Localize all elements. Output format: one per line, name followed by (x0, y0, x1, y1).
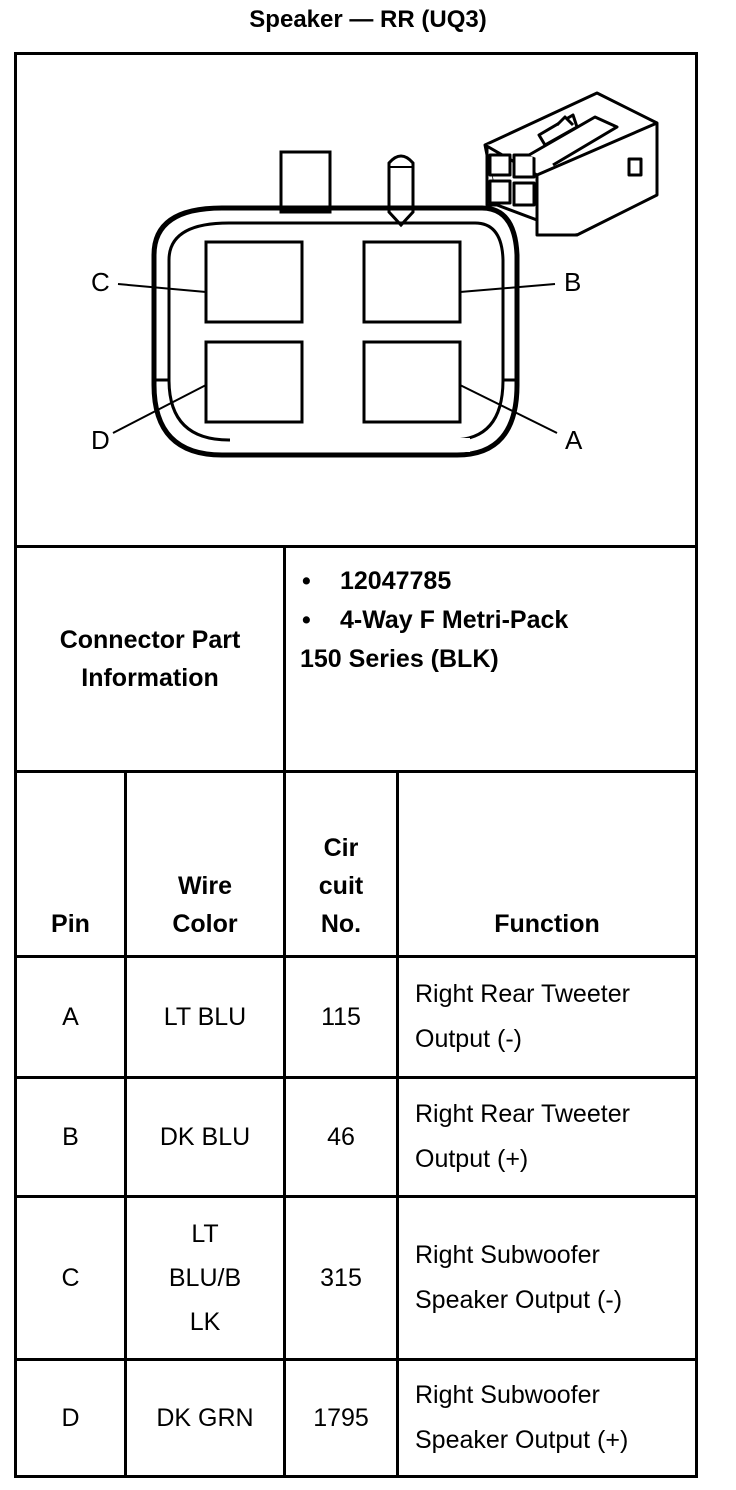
table-row-wire: DK GRN (156, 1403, 254, 1432)
header-function: Function (494, 910, 600, 938)
table-row-wire: DK BLU (159, 1122, 251, 1151)
divider (14, 1195, 698, 1198)
table-row-pin: A (62, 1002, 79, 1031)
connector-label-line: Connector Part (59, 626, 241, 654)
connector-type: 4-Way F Metri-Pack (340, 606, 569, 634)
divider (14, 545, 698, 548)
bullet: • (302, 606, 311, 634)
table-row-wire: LT BLU (163, 1002, 247, 1031)
cavity-a (362, 340, 462, 424)
table-row-circuit: 315 (320, 1263, 362, 1292)
divider (283, 545, 286, 1478)
connector-label-line: Information (81, 664, 219, 692)
pin-label-d: D (91, 425, 110, 455)
pin-label-c: C (91, 267, 110, 297)
divider (14, 1076, 698, 1079)
divider (14, 1358, 698, 1361)
part-number: 12047785 (340, 567, 452, 595)
connector-part-info-label: Connector Part Information (17, 548, 283, 770)
pin-label-b: B (564, 267, 581, 297)
connector-series-row: 150 Series (BLK) (300, 645, 499, 673)
part-number-row: • 12047785 (300, 562, 690, 601)
table-row-pin: D (61, 1403, 80, 1432)
bullet: • (302, 567, 311, 595)
connector-latch (279, 150, 415, 228)
divider (396, 770, 399, 1478)
divider (14, 955, 698, 958)
table-row-circuit: 115 (321, 1002, 361, 1031)
divider (124, 770, 127, 1478)
header-pin: Pin (51, 910, 90, 938)
connector-table-frame (14, 52, 698, 1478)
table-row-pin: B (62, 1122, 79, 1151)
table-row-pin: C (61, 1263, 80, 1292)
table-row-circuit: 46 (327, 1122, 355, 1151)
connector-part-info: • 12047785 • 4-Way F Metri-Pack 150 Series… (300, 562, 690, 679)
pin-label-a: A (565, 425, 583, 455)
connector-type-row: • 4-Way F Metri-Pack (300, 601, 690, 640)
table-row-circuit: 1795 (313, 1403, 369, 1432)
divider (14, 770, 698, 773)
connector-diagram: C B D A (91, 91, 659, 458)
cavity-b (362, 240, 462, 324)
page-title: Speaker — RR (UQ3) (249, 6, 487, 33)
cavity-c (204, 240, 304, 324)
connector-perspective-illustration (483, 91, 659, 237)
connector-housing (151, 205, 520, 458)
cavity-d (204, 340, 304, 424)
